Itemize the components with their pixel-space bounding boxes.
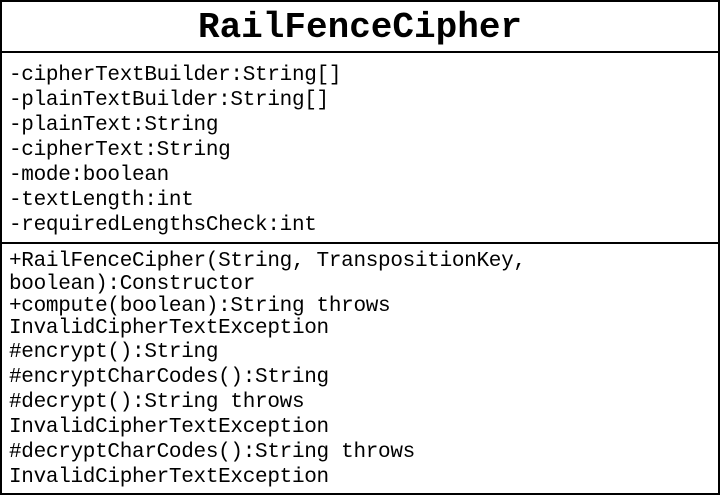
- operation-constructor: +RailFenceCipher(String, TranspositionKe…: [9, 249, 718, 296]
- operation-line: #decryptCharCodes():String throws: [9, 441, 415, 464]
- attribute: -mode:boolean: [9, 164, 169, 187]
- class-name: RailFenceCipher: [2, 2, 718, 53]
- operation-decrypt: #decrypt():String throws InvalidCipherTe…: [9, 390, 718, 440]
- operation-line: +compute(boolean):String throws: [9, 295, 391, 318]
- operation-decrypt-char-codes: #decryptCharCodes():String throws Invali…: [9, 440, 718, 490]
- operation-line: boolean):Constructor: [9, 273, 256, 296]
- operation-line: InvalidCipherTextException: [9, 416, 329, 439]
- operation-line: InvalidCipherTextException: [9, 317, 329, 340]
- operation-encrypt-char-codes: #encryptCharCodes():String: [9, 365, 718, 390]
- attribute: -textLength:int: [9, 189, 194, 212]
- attribute: -cipherText:String: [9, 139, 231, 162]
- attribute: -requiredLengthsCheck:int: [9, 214, 317, 237]
- operation-line: #encrypt():String: [9, 341, 219, 364]
- operation-line: InvalidCipherTextException: [9, 466, 329, 489]
- attributes-compartment: -cipherTextBuilder:String[] -plainTextBu…: [2, 53, 718, 244]
- operation-line: #decrypt():String throws: [9, 391, 305, 414]
- operation-line: +RailFenceCipher(String, TranspositionKe…: [9, 250, 526, 273]
- attribute: -cipherTextBuilder:String[]: [9, 64, 342, 87]
- operation-compute: +compute(boolean):String throws InvalidC…: [9, 296, 718, 340]
- attribute: -plainText:String: [9, 114, 219, 137]
- operation-line: #encryptCharCodes():String: [9, 366, 329, 389]
- attribute: -plainTextBuilder:String[]: [9, 89, 329, 112]
- operation-encrypt: #encrypt():String: [9, 340, 718, 365]
- operations-compartment: +RailFenceCipher(String, TranspositionKe…: [2, 244, 718, 493]
